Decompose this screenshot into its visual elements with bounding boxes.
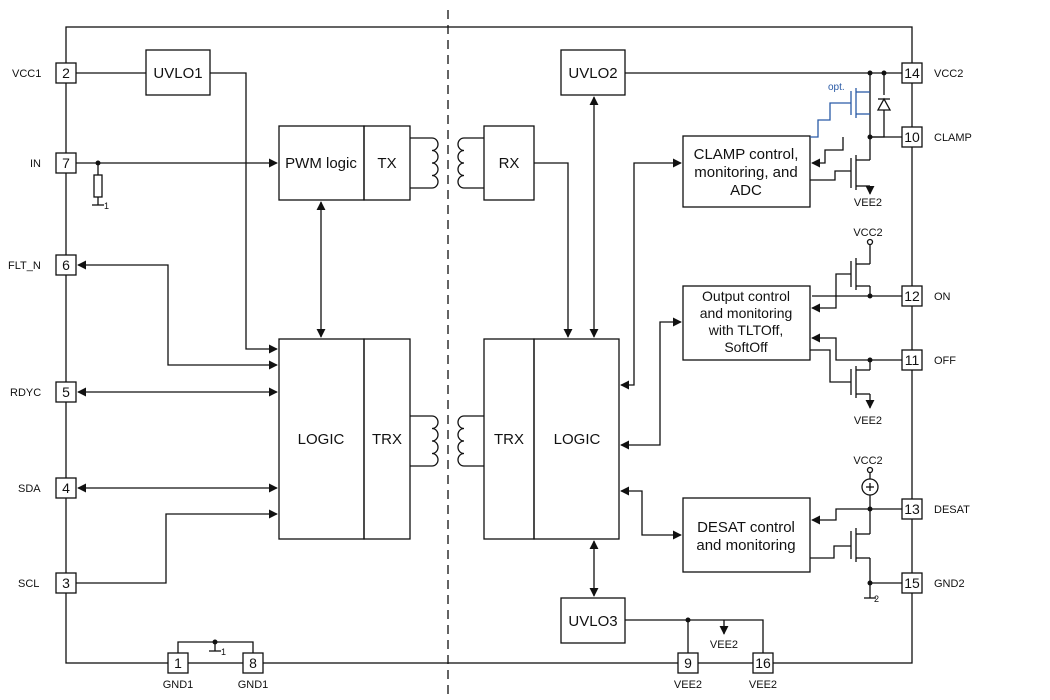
pin-num-10: 10 bbox=[904, 129, 920, 145]
trx-left-block bbox=[363, 338, 411, 540]
pin-num-11: 11 bbox=[905, 352, 920, 368]
uvlo2-label: UVLO2 bbox=[568, 65, 617, 82]
pin-name-vcc2: VCC2 bbox=[934, 68, 963, 80]
rx-label: RX bbox=[499, 155, 520, 172]
pin-box-6 bbox=[55, 254, 77, 276]
trx-left-label: TRX bbox=[372, 431, 402, 448]
pin-num-4: 4 bbox=[62, 480, 70, 496]
opt-label: opt. bbox=[828, 82, 845, 93]
pwm-logic-label: PWM logic bbox=[285, 155, 357, 172]
pin-num-6: 6 bbox=[62, 257, 70, 273]
output-label-line4: SoftOff bbox=[724, 339, 767, 355]
uvlo3-label: UVLO3 bbox=[568, 613, 617, 630]
clamp-label-line3: ADC bbox=[730, 182, 762, 199]
vee2-off-label: VEE2 bbox=[854, 415, 882, 427]
pin-name-flt-n: FLT_N bbox=[8, 260, 41, 272]
pin-num-3: 3 bbox=[62, 575, 70, 591]
vcc2-desat-label: VCC2 bbox=[853, 455, 882, 467]
pin-name-desat: DESAT bbox=[934, 504, 970, 516]
pin-box-5 bbox=[55, 381, 77, 403]
package-outline bbox=[65, 26, 913, 664]
pin-name-vee2-b: VEE2 bbox=[749, 679, 777, 691]
vee2-clamp-label: VEE2 bbox=[854, 197, 882, 209]
pin-name-scl: SCL bbox=[18, 578, 39, 590]
clamp-label-line2: monitoring, and bbox=[694, 164, 797, 181]
pin-num-8: 8 bbox=[249, 655, 257, 671]
logic-right-block bbox=[533, 338, 620, 540]
pin-name-vee2-a: VEE2 bbox=[674, 679, 702, 691]
logic-left-label: LOGIC bbox=[298, 431, 345, 448]
output-label-line3: with TLTOff, bbox=[708, 322, 783, 338]
pin-name-rdyc: RDYC bbox=[10, 387, 41, 399]
pin-name-gnd1-a: GND1 bbox=[163, 679, 194, 691]
pin-box-4 bbox=[55, 477, 77, 499]
pin-num-14: 14 bbox=[904, 65, 920, 81]
pin-num-12: 12 bbox=[904, 288, 920, 304]
pin-name-sda: SDA bbox=[18, 483, 41, 495]
desat-control-block bbox=[682, 497, 811, 573]
pin-name-on: ON bbox=[934, 291, 951, 303]
junction-dots bbox=[95, 70, 887, 645]
desat-label-line1: DESAT control bbox=[697, 519, 795, 536]
pin-name-vcc1: VCC1 bbox=[12, 68, 41, 80]
pin-name-gnd1-b: GND1 bbox=[238, 679, 269, 691]
pin-name-in: IN bbox=[30, 158, 41, 170]
optional-fet bbox=[810, 88, 870, 138]
logic-right-label: LOGIC bbox=[554, 431, 601, 448]
vee2-uvlo3-label: VEE2 bbox=[710, 639, 738, 651]
desat-label-line2: and monitoring bbox=[696, 537, 795, 554]
pin-num-15: 15 bbox=[904, 575, 920, 591]
uvlo1-label: UVLO1 bbox=[153, 65, 202, 82]
gnd-ref-1-label: 1 bbox=[104, 201, 109, 211]
output-label-line2: and monitoring bbox=[700, 305, 793, 321]
clamp-control-block bbox=[682, 135, 811, 208]
output-control-block bbox=[682, 285, 811, 361]
pin-num-1: 1 bbox=[174, 655, 182, 671]
pin-num-2: 2 bbox=[62, 65, 70, 81]
pin-num-7: 7 bbox=[62, 155, 70, 171]
pin-num-5: 5 bbox=[62, 384, 70, 400]
tx-label: TX bbox=[377, 155, 396, 172]
pin-num-16: 16 bbox=[755, 655, 771, 671]
vcc2-on-label: VCC2 bbox=[853, 227, 882, 239]
pin-name-gnd2: GND2 bbox=[934, 578, 965, 590]
trx-right-label: TRX bbox=[494, 431, 524, 448]
gnd-ref-1-bottom-label: 1 bbox=[221, 647, 226, 657]
pin-num-9: 9 bbox=[684, 655, 692, 671]
output-label-line1: Output control bbox=[702, 288, 790, 304]
tx-block bbox=[363, 125, 411, 201]
pin-name-off: OFF bbox=[934, 355, 956, 367]
clamp-label-line1: CLAMP control, bbox=[694, 146, 799, 163]
pin-name-clamp: CLAMP bbox=[934, 132, 972, 144]
pin-num-13: 13 bbox=[904, 501, 920, 517]
gnd-ref-2-label: 2 bbox=[874, 594, 879, 604]
